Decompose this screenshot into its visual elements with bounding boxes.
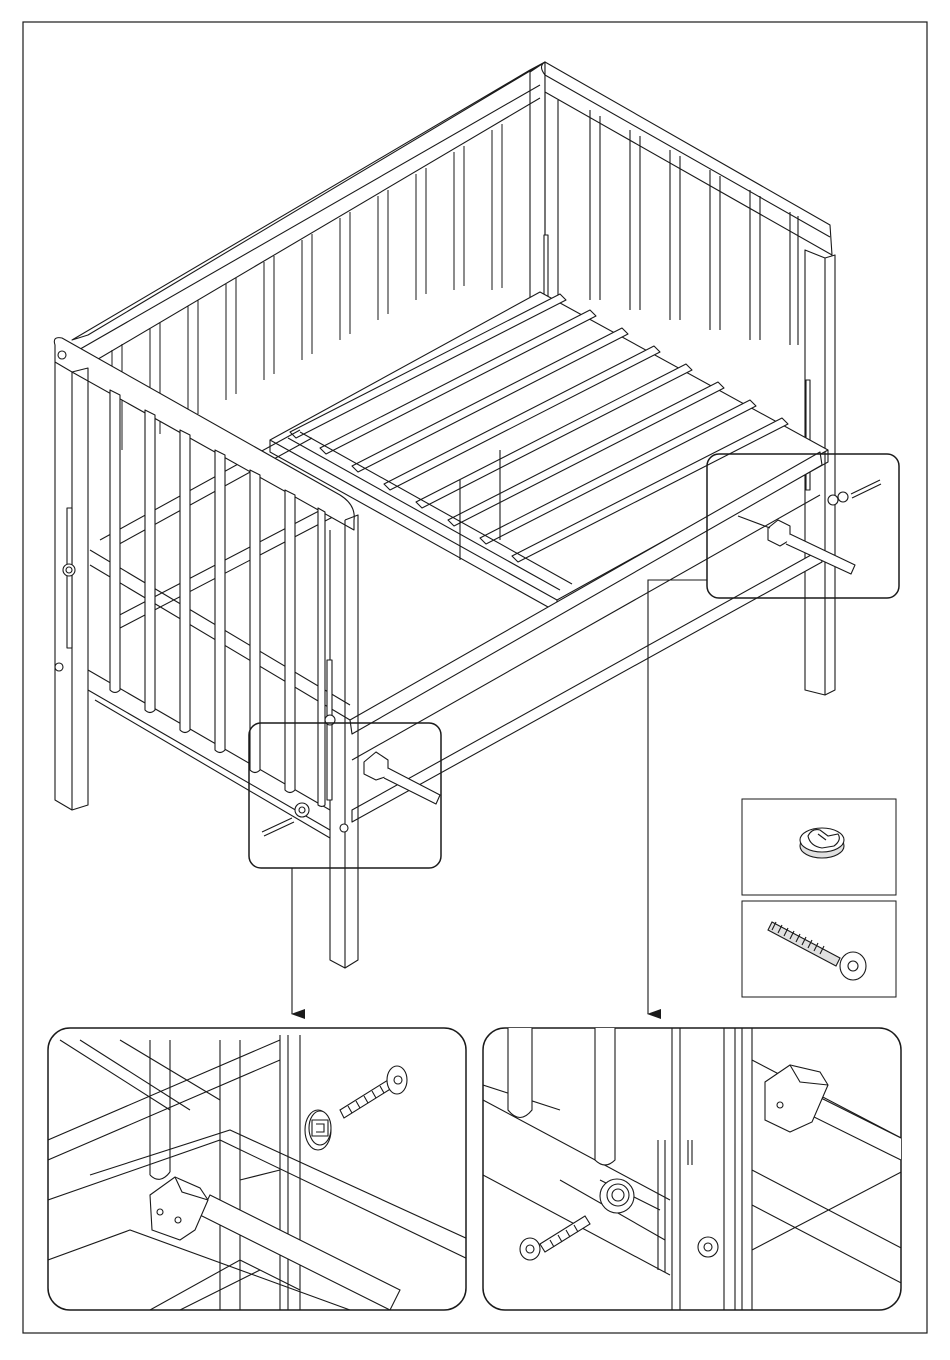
part-box-cam-nut	[742, 799, 896, 895]
detail-right-hole	[698, 1237, 718, 1257]
detail-left-cam-nut	[305, 1110, 331, 1150]
detail-right-cam-nut	[600, 1179, 634, 1213]
cam-nut-icon	[800, 828, 844, 858]
part-box-bolt	[742, 901, 896, 997]
detail-right	[483, 1028, 905, 1310]
back-top-rail	[72, 62, 545, 365]
detail-left	[48, 1028, 470, 1310]
